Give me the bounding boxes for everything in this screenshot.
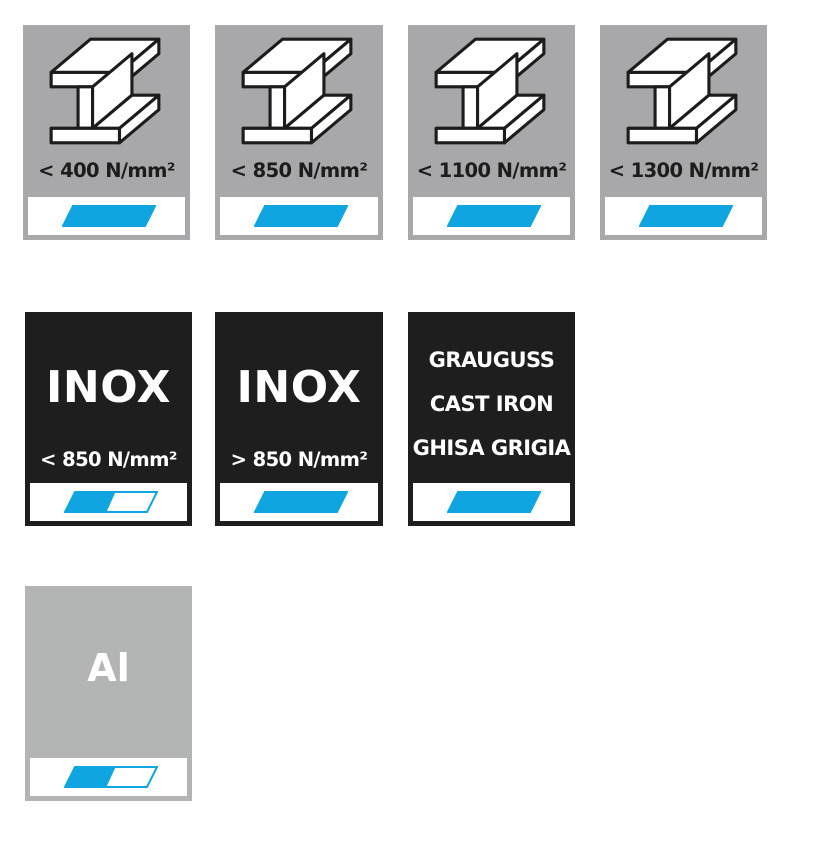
- material-title: INOX: [46, 362, 171, 413]
- suitability-panel: [220, 483, 378, 521]
- suitability-bar-icon: [254, 491, 348, 513]
- suitability-panel: [30, 483, 187, 521]
- material-symbol: Al: [87, 646, 130, 690]
- i-beam-icon: [241, 37, 353, 145]
- suitability-panel: [220, 197, 378, 235]
- i-beam-icon: [49, 37, 161, 145]
- tensile-strength-label: < 850 N/mm²: [230, 159, 368, 182]
- tensile-strength-label: < 850 N/mm²: [40, 448, 177, 471]
- material-tile-aluminium: Al: [25, 586, 192, 801]
- suitability-panel: [605, 197, 762, 235]
- suitability-panel: [30, 758, 187, 796]
- material-tile-steel-850: < 850 N/mm²: [215, 25, 383, 240]
- material-name-de: GRAUGUSS: [428, 348, 555, 372]
- suitability-bar-icon: [64, 491, 158, 513]
- i-beam-icon: [626, 37, 738, 145]
- tensile-strength-label: > 850 N/mm²: [230, 448, 368, 471]
- material-tile-inox-below-850: INOX < 850 N/mm²: [25, 312, 192, 526]
- suitability-bar-icon: [447, 491, 541, 513]
- material-title: INOX: [236, 362, 362, 413]
- material-tile-inox-above-850: INOX > 850 N/mm²: [215, 312, 383, 526]
- suitability-bar-icon: [254, 205, 348, 227]
- suitability-bar-icon: [64, 766, 158, 788]
- material-tile-cast-iron: GRAUGUSS CAST IRON GHISA GRIGIA: [408, 312, 575, 526]
- material-name-it: GHISA GRIGIA: [412, 436, 571, 460]
- suitability-bar-icon: [447, 205, 541, 227]
- i-beam-icon: [434, 37, 546, 145]
- suitability-bar-icon: [639, 205, 733, 227]
- tensile-strength-label: < 400 N/mm²: [38, 159, 175, 182]
- suitability-panel: [28, 197, 185, 235]
- material-tile-steel-1100: < 1100 N/mm²: [408, 25, 575, 240]
- suitability-panel: [413, 483, 570, 521]
- material-tile-steel-1300: < 1300 N/mm²: [600, 25, 767, 240]
- material-tile-steel-400: < 400 N/mm²: [23, 25, 190, 240]
- tensile-strength-label: < 1300 N/mm²: [608, 159, 759, 182]
- material-name-en: CAST IRON: [429, 392, 554, 416]
- suitability-bar-icon: [62, 205, 156, 227]
- tensile-strength-label: < 1100 N/mm²: [416, 159, 567, 182]
- material-names: GRAUGUSS CAST IRON GHISA GRIGIA: [408, 338, 575, 470]
- suitability-panel: [413, 197, 570, 235]
